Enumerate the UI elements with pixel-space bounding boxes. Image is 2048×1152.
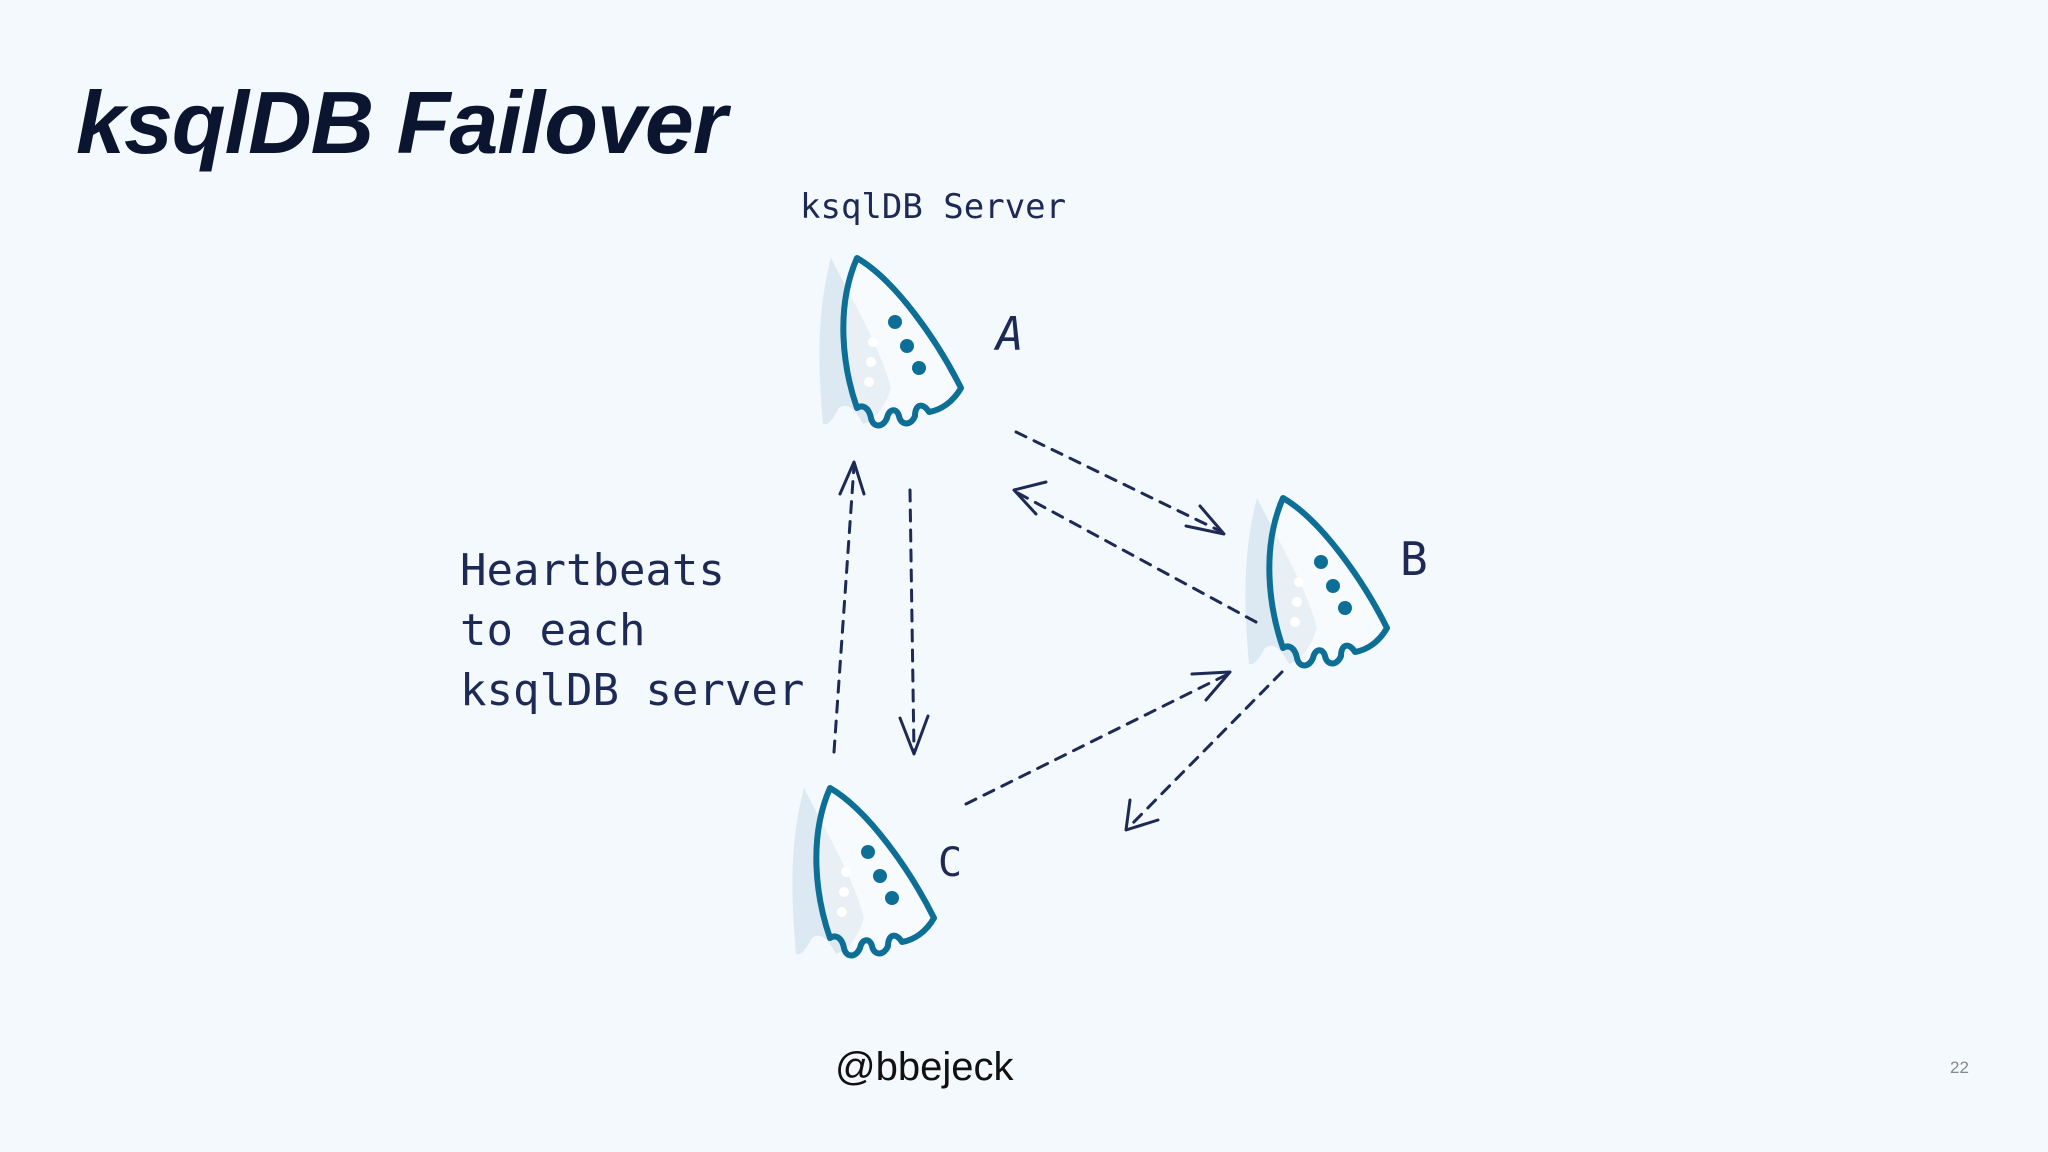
annotation-line: to each: [460, 605, 645, 656]
server-caption: ksqlDB Server: [800, 187, 1066, 227]
page-number: 22: [1950, 1058, 1969, 1077]
heartbeat-arrow: [1012, 480, 1258, 624]
slide-title: ksqlDB Failover: [76, 73, 727, 172]
heartbeat-arrow: [832, 460, 866, 754]
annotation-line: Heartbeats: [460, 545, 725, 596]
node-label-c: C: [938, 840, 962, 886]
heartbeat-arrow: [1124, 670, 1284, 832]
node-label-b: B: [1400, 532, 1428, 586]
rocket-icon: [819, 258, 961, 426]
heartbeat-arrow: [898, 488, 930, 756]
heartbeat-arrow: [964, 670, 1232, 806]
annotation-line: ksqlDB server: [460, 665, 804, 716]
rocket-icon: [792, 788, 934, 956]
node-label-a: A: [993, 307, 1024, 361]
rocket-icon: [1245, 498, 1387, 666]
heartbeat-annotation: Heartbeats to each ksqlDB server: [460, 545, 804, 716]
heartbeat-arrow: [1014, 430, 1226, 536]
author-handle: @bbejeck: [835, 1045, 1014, 1089]
